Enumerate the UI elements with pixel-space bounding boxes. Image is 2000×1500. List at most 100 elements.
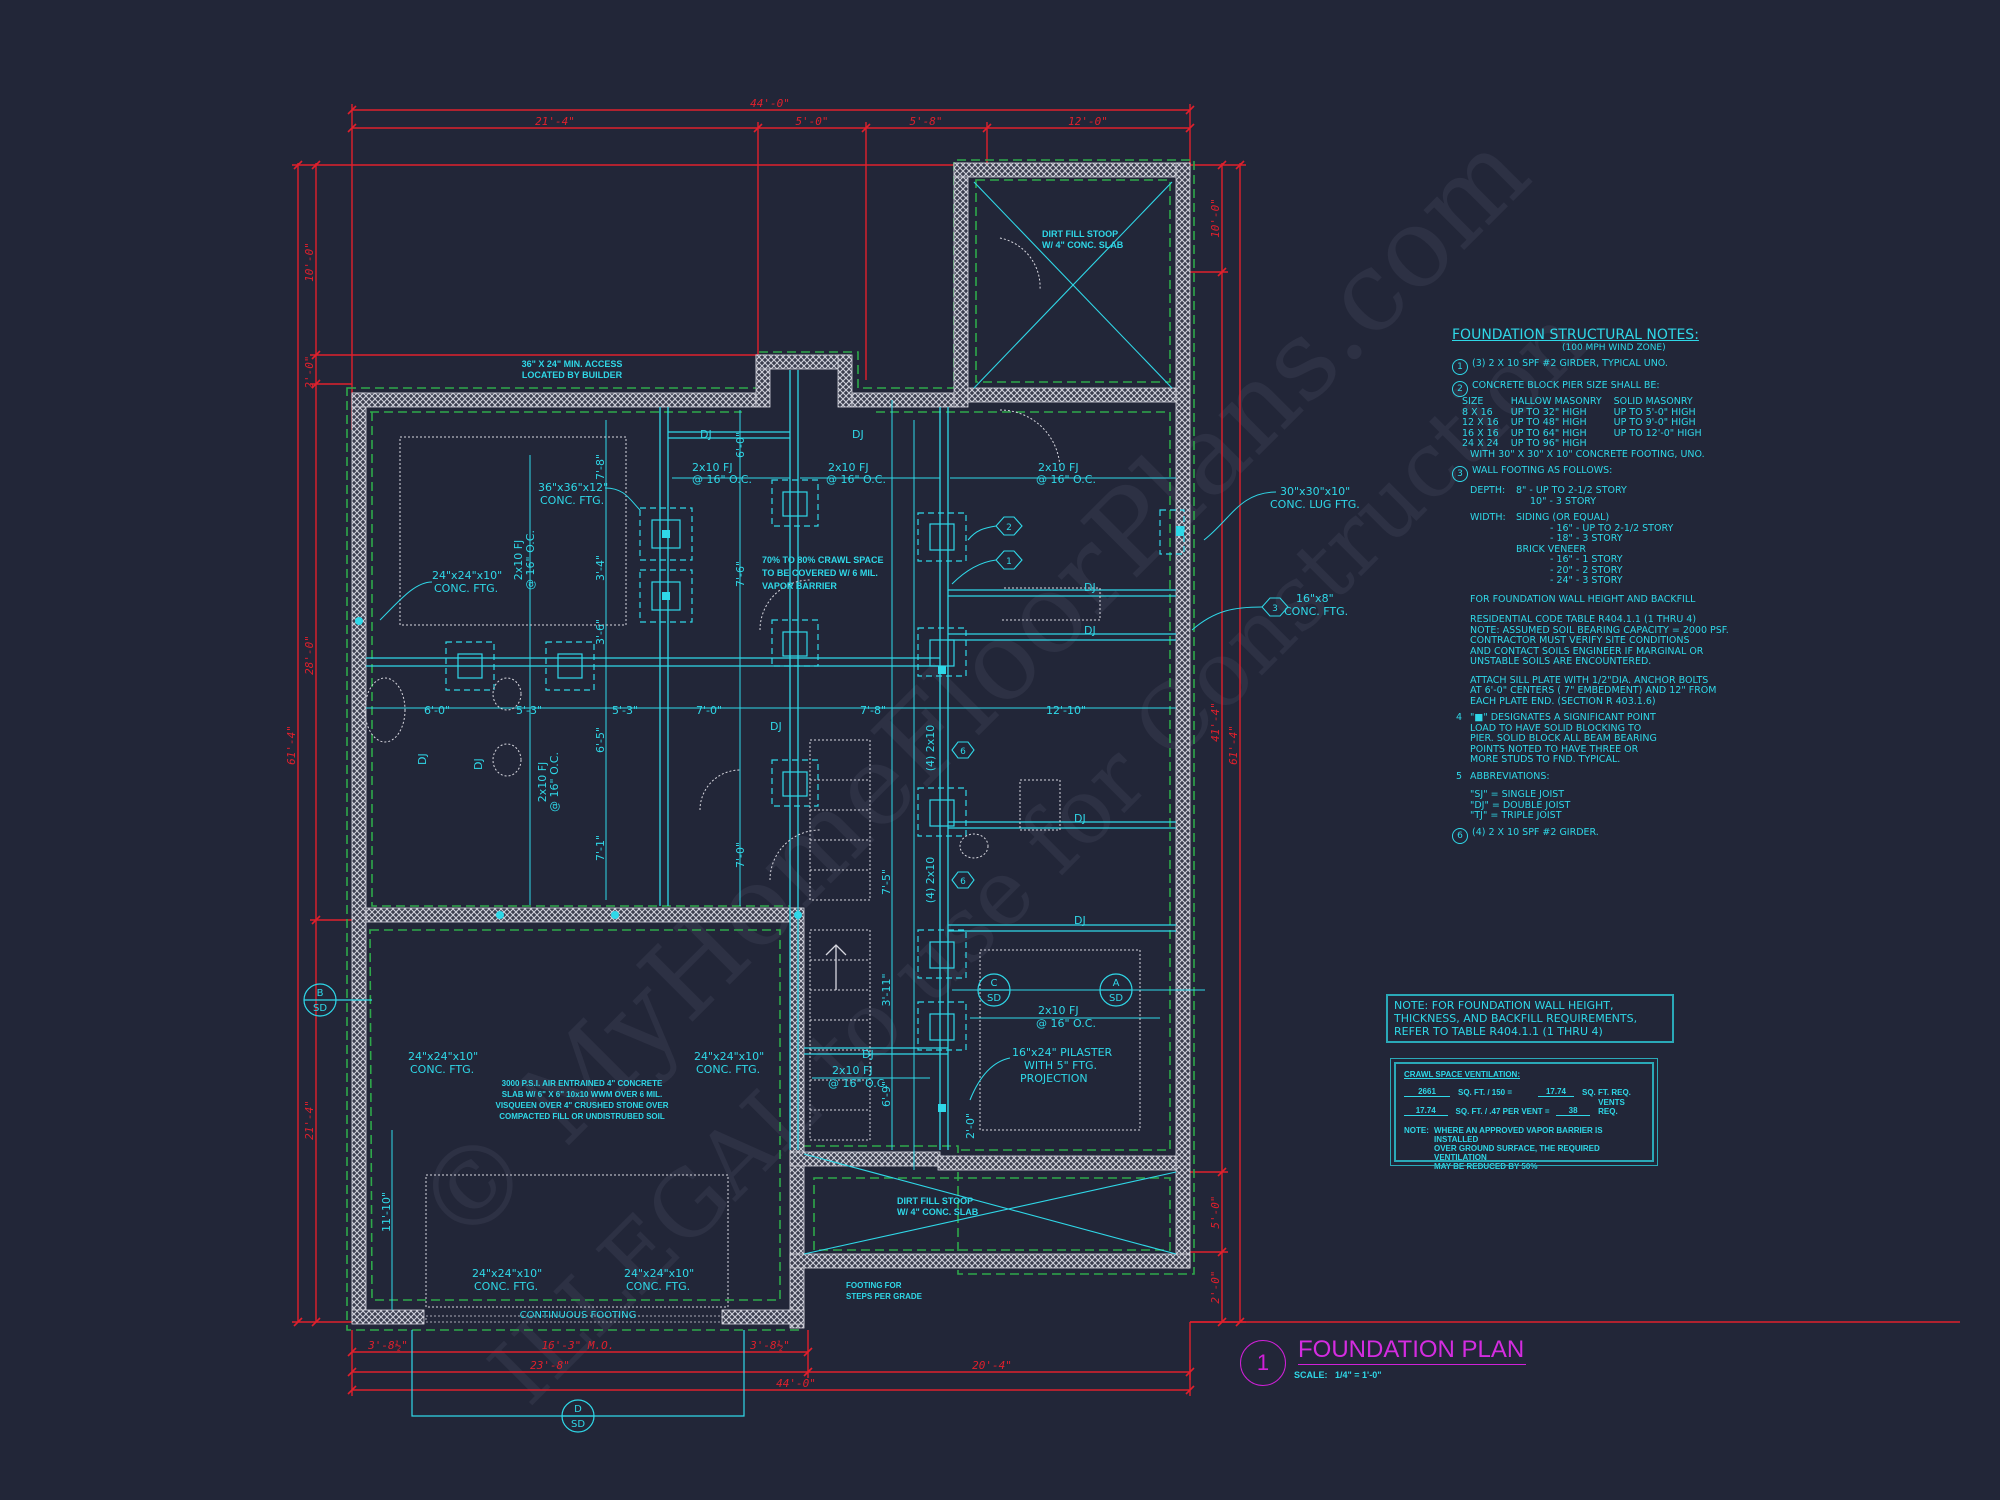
note-2-text: CONCRETE BLOCK PIER SIZE SHALL BE: xyxy=(1472,380,1660,391)
stoop-bottom-label-1: DIRT FILL STOOP xyxy=(897,1196,973,1206)
fj-label-5a: 2x10 FJ xyxy=(832,1064,873,1077)
code-block: RESIDENTIAL CODE TABLE R404.1.1 (1 THRU … xyxy=(1470,614,1729,667)
ventilation-title: CRAWL SPACE VENTILATION: xyxy=(1404,1070,1520,1079)
sqft-value: 2661 xyxy=(1404,1087,1450,1097)
dj-label-8: DJ xyxy=(770,720,782,733)
fj-label-3a: 2x10 FJ xyxy=(1038,461,1079,474)
footing-outline xyxy=(346,159,1195,1331)
inner-dim: 7'-5" xyxy=(880,869,893,895)
drawing-scale: SCALE: 1/4" = 1'-0" xyxy=(1294,1370,1382,1380)
dimension-lines xyxy=(292,104,1960,1396)
point-load-markers xyxy=(355,526,1184,1112)
inner-dim: 7'-1" xyxy=(594,835,607,861)
note-6-marker: 6 xyxy=(1452,827,1468,844)
fj-label-1b: @ 16" O.C. xyxy=(692,473,752,486)
dj-label-3: DJ xyxy=(1084,581,1096,594)
note-5: 5 ABBREVIATIONS: xyxy=(1455,770,1550,782)
access-label-1: 36" X 24" MIN. ACCESS xyxy=(522,359,623,369)
dim-top-seg-1: 21'-4" xyxy=(535,115,575,128)
drawing-number: 1 xyxy=(1240,1340,1286,1386)
stoop-top-label-2: W/ 4" CONC. SLAB xyxy=(1042,240,1124,250)
dim-bottom-r1-2: 16'-3" M.O. xyxy=(542,1339,615,1352)
section-tag-a-letter: A xyxy=(1113,978,1120,989)
dim-right-seg-2: 41'-4" xyxy=(1209,702,1222,742)
dj-label-4: DJ xyxy=(1084,624,1096,637)
ftg-24-label-g5: 24"x24"x10" xyxy=(472,1267,542,1280)
backfill-text: FOR FOUNDATION WALL HEIGHT AND BACKFILL xyxy=(1470,593,1696,605)
note-3: 3 WALL FOOTING AS FOLLOWS: xyxy=(1452,465,1772,482)
fj-label-4a: 2x10 FJ xyxy=(1038,1004,1079,1017)
pilaster-label-2: WITH 5" FTG. xyxy=(1024,1059,1097,1072)
callout-1 xyxy=(995,550,1023,570)
dimension-tick-marks xyxy=(293,105,1245,1395)
dim-left-seg-3: 28'-0" xyxy=(303,635,316,675)
crawl-label-1: 70% TO 80% CRAWL SPACE xyxy=(762,555,884,565)
ftg-24-label-g7: 24"x24"x10" xyxy=(624,1267,694,1280)
slab-label-4: COMPACTED FILL OR UNDISTRUBED SOIL xyxy=(499,1112,665,1121)
section-tag-d-sheet: SD xyxy=(571,1419,585,1430)
fj-label-2a: 2x10 FJ xyxy=(828,461,869,474)
ftg-24-label-nw-1: 24"x24"x10" xyxy=(432,569,502,582)
inner-dim: 7'-8" xyxy=(594,454,607,480)
inner-dim: 11'-10" xyxy=(380,1192,393,1232)
note-3-text: WALL FOOTING AS FOLLOWS: xyxy=(1472,465,1613,476)
ftg-24-label-g8: CONC. FTG. xyxy=(626,1280,690,1293)
dim-top-seg-2: 5'-0" xyxy=(795,115,828,128)
dj-label-5: DJ xyxy=(1074,812,1086,825)
note-1: 1 (3) 2 x 10 SPF #2 GIRDER, TYPICAL UNO. xyxy=(1452,358,1772,375)
vents-required: 38 xyxy=(1556,1106,1591,1116)
fj-label-4b: @ 16" O.C. xyxy=(1036,1017,1096,1030)
dim-right-seg-3: 5'-0" xyxy=(1209,1195,1222,1228)
pilaster-label-1: 16"x24" PILASTER xyxy=(1012,1046,1113,1059)
ftg-24-label-g6: CONC. FTG. xyxy=(474,1280,538,1293)
abbreviations: "SJ" = SINGLE JOIST "DJ" = DOUBLE JOIST … xyxy=(1470,789,1571,821)
callout-3 xyxy=(1261,597,1289,617)
dj-label-9: DJ xyxy=(416,753,429,765)
ftg-24-label-nw-2: CONC. FTG. xyxy=(434,582,498,595)
notes-subtitle: (100 MPH WIND ZONE) xyxy=(1562,342,1666,353)
girders xyxy=(366,370,1205,1310)
fj-label-v1a: 2x10 FJ xyxy=(512,540,525,581)
note-2: 2 CONCRETE BLOCK PIER SIZE SHALL BE: xyxy=(1452,380,1772,397)
stair-arrow xyxy=(825,944,847,990)
sqft-required: 17.74 xyxy=(1538,1087,1574,1097)
fixture-outlines xyxy=(364,237,1141,1308)
fj-label-v2b: @ 16" O.C. xyxy=(548,752,561,812)
dim-top-seg-4: 12'-0" xyxy=(1068,115,1108,128)
inner-dim: 3'-6" xyxy=(594,619,607,645)
dim-bottom-r2-2: 20'-4" xyxy=(972,1359,1012,1372)
wall-requirements-note: NOTE: FOR FOUNDATION WALL HEIGHT, THICKN… xyxy=(1386,994,1674,1043)
inner-dim: 7'-6" xyxy=(734,561,747,587)
ventilation-row-2: 17.74 SQ. FT. / .47 PER VENT = 38 VENTS … xyxy=(1404,1098,1644,1116)
dj-label-7: DJ xyxy=(862,1048,874,1061)
inner-dim: 5'-3" xyxy=(612,704,638,717)
inner-dim: 6'-0" xyxy=(424,704,450,717)
note-4: 4 "■" DESIGNATES A SIGNIFICANT POINT LOA… xyxy=(1455,712,1657,765)
section-tag-d-letter: D xyxy=(574,1404,582,1415)
inner-dim: 7'-0" xyxy=(734,842,747,868)
access-label-2: LOCATED BY BUILDER xyxy=(522,370,623,380)
girder-4-label-1: (4) 2x10 xyxy=(924,725,937,772)
dj-label-10: DJ xyxy=(472,758,485,770)
section-tag-a-sheet: SD xyxy=(1109,993,1123,1004)
note-1-text: (3) 2 x 10 SPF #2 GIRDER, TYPICAL UNO. xyxy=(1472,358,1668,369)
stoop-x-lines xyxy=(803,181,1177,1255)
fj-label-2b: @ 16" O.C. xyxy=(826,473,886,486)
note-2-marker: 2 xyxy=(1452,381,1468,397)
dim-left-seg-2: 2'-0" xyxy=(303,355,316,388)
ftg-36-label-2: CONC. FTG. xyxy=(540,494,604,507)
dim-bottom-r1-1: 3'-8½" xyxy=(367,1339,408,1352)
drawing-title: FOUNDATION PLAN xyxy=(1298,1336,1527,1365)
fj-label-1a: 2x10 FJ xyxy=(692,461,733,474)
ftg-16x8-label-2: CONC. FTG. xyxy=(1284,605,1348,618)
callout-6b-text: 6 xyxy=(960,877,966,887)
section-tag-c-sheet: SD xyxy=(987,993,1001,1004)
callout-2 xyxy=(995,516,1023,536)
ventilation-note: NOTE: WHERE AN APPROVED VAPOR BARRIER IS… xyxy=(1404,1126,1603,1171)
section-tag-c-letter: C xyxy=(991,978,998,989)
callout-1-text: 1 xyxy=(1006,557,1012,567)
ftg-24-label-g2: CONC. FTG. xyxy=(410,1063,474,1076)
